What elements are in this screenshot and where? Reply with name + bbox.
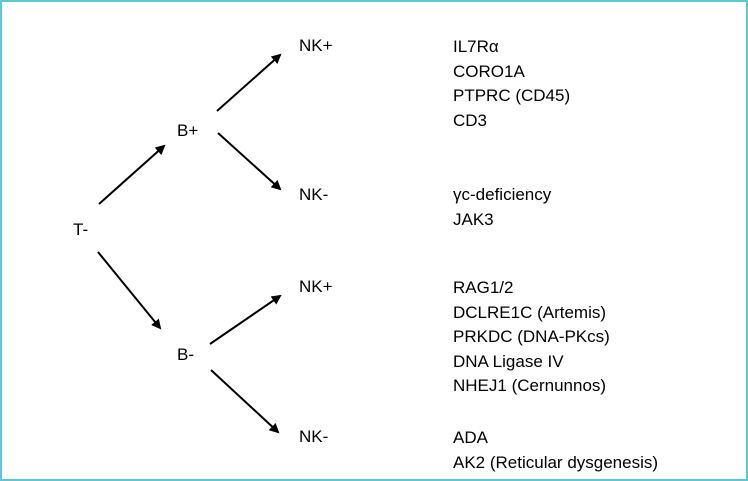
gene-list-b-plus-nk-minus: γc-deficiency JAK3 (453, 183, 551, 232)
node-b-plus: B+ (177, 121, 199, 140)
gene-item: γc-deficiency (453, 185, 552, 204)
gene-item: ADA (453, 428, 488, 447)
gene-item: AK2 (Reticular dysgenesis) (453, 452, 659, 472)
node-nk-minus-top: NK- (299, 185, 329, 204)
gene-item: JAK3 (453, 209, 494, 229)
arrow-b-plus-to-nk-minus (217, 132, 282, 191)
gene-item: DCLRE1C (Artemis) (453, 302, 607, 322)
gene-item: PRKDC (DNA-PKcs) (453, 327, 610, 346)
arrow-t-to-b-plus (98, 144, 166, 205)
node-nk-plus-top: NK+ (299, 36, 333, 55)
node-nk-minus-bottom: NK- (299, 427, 329, 446)
gene-item: DNA Ligase IV (453, 351, 564, 371)
gene-list-b-minus-nk-minus: ADA AK2 (Reticular dysgenesis) (453, 426, 658, 475)
arrow-b-minus-to-nk-minus (210, 369, 280, 434)
gene-item: CORO1A (453, 61, 525, 81)
arrow-b-minus-to-nk-plus (209, 294, 282, 345)
gene-item: NHEJ1 (Cernunnos) (453, 376, 607, 395)
node-nk-plus-bottom: NK+ (299, 277, 333, 296)
arrow-t-to-b-minus (97, 251, 162, 330)
node-t-minus: T- (73, 220, 89, 239)
gene-item: RAG1/2 (453, 278, 514, 297)
gene-list-b-plus-nk-plus: IL7Rα CORO1A PTPRC (CD45) CD3 (453, 35, 570, 133)
gene-item: PTPRC (CD45) (453, 86, 571, 105)
arrow-b-plus-to-nk-plus (216, 53, 282, 112)
gene-item: IL7Rα (453, 37, 499, 56)
gene-list-b-minus-nk-plus: RAG1/2 DCLRE1C (Artemis) PRKDC (DNA-PKcs… (453, 276, 610, 399)
node-b-minus: B- (177, 345, 194, 364)
gene-item: CD3 (453, 110, 488, 130)
